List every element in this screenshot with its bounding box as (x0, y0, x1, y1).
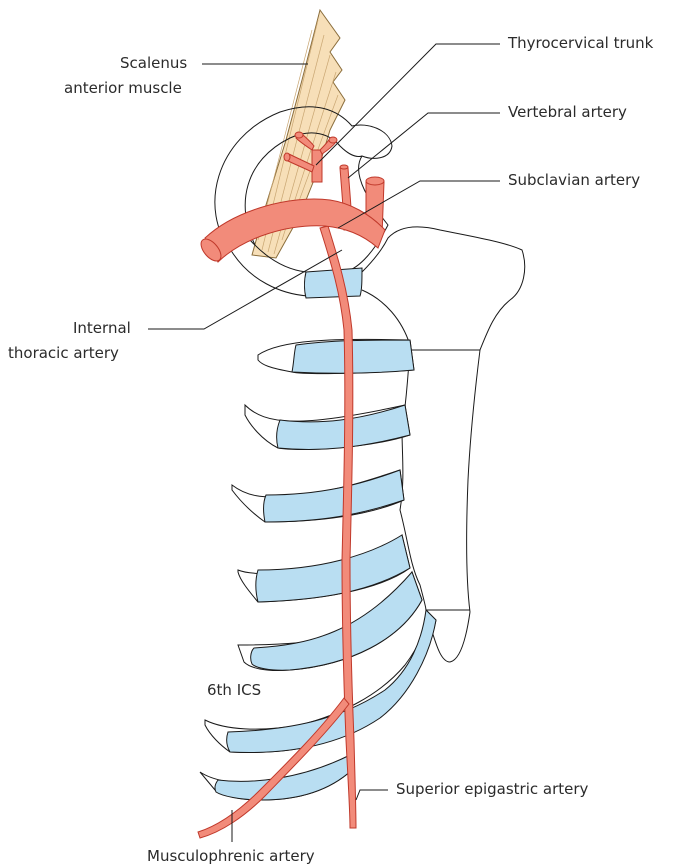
rib-3 (245, 405, 410, 449)
label-internal-line1: Internal (73, 319, 131, 337)
label-thyrocervical-trunk: Thyrocervical trunk (507, 34, 654, 52)
leader-superior-epigastric (356, 790, 388, 800)
label-scalenus-line1: Scalenus (120, 54, 187, 72)
label-vertebral-artery: Vertebral artery (508, 103, 627, 121)
label-internal-line2: thoracic artery (8, 344, 119, 362)
leader-thyrocervical (316, 44, 500, 165)
label-6th-ics: 6th ICS (207, 681, 261, 699)
label-subclavian-artery: Subclavian artery (508, 171, 640, 189)
rib-2 (258, 339, 414, 373)
label-musculophrenic-artery: Musculophrenic artery (147, 847, 315, 865)
rib-5 (238, 535, 410, 602)
sternum (362, 227, 525, 662)
label-superior-epigastric-artery: Superior epigastric artery (396, 780, 589, 798)
rib-4 (232, 470, 404, 522)
label-scalenus-line2: anterior muscle (64, 79, 182, 97)
leader-vertebral (348, 113, 500, 178)
